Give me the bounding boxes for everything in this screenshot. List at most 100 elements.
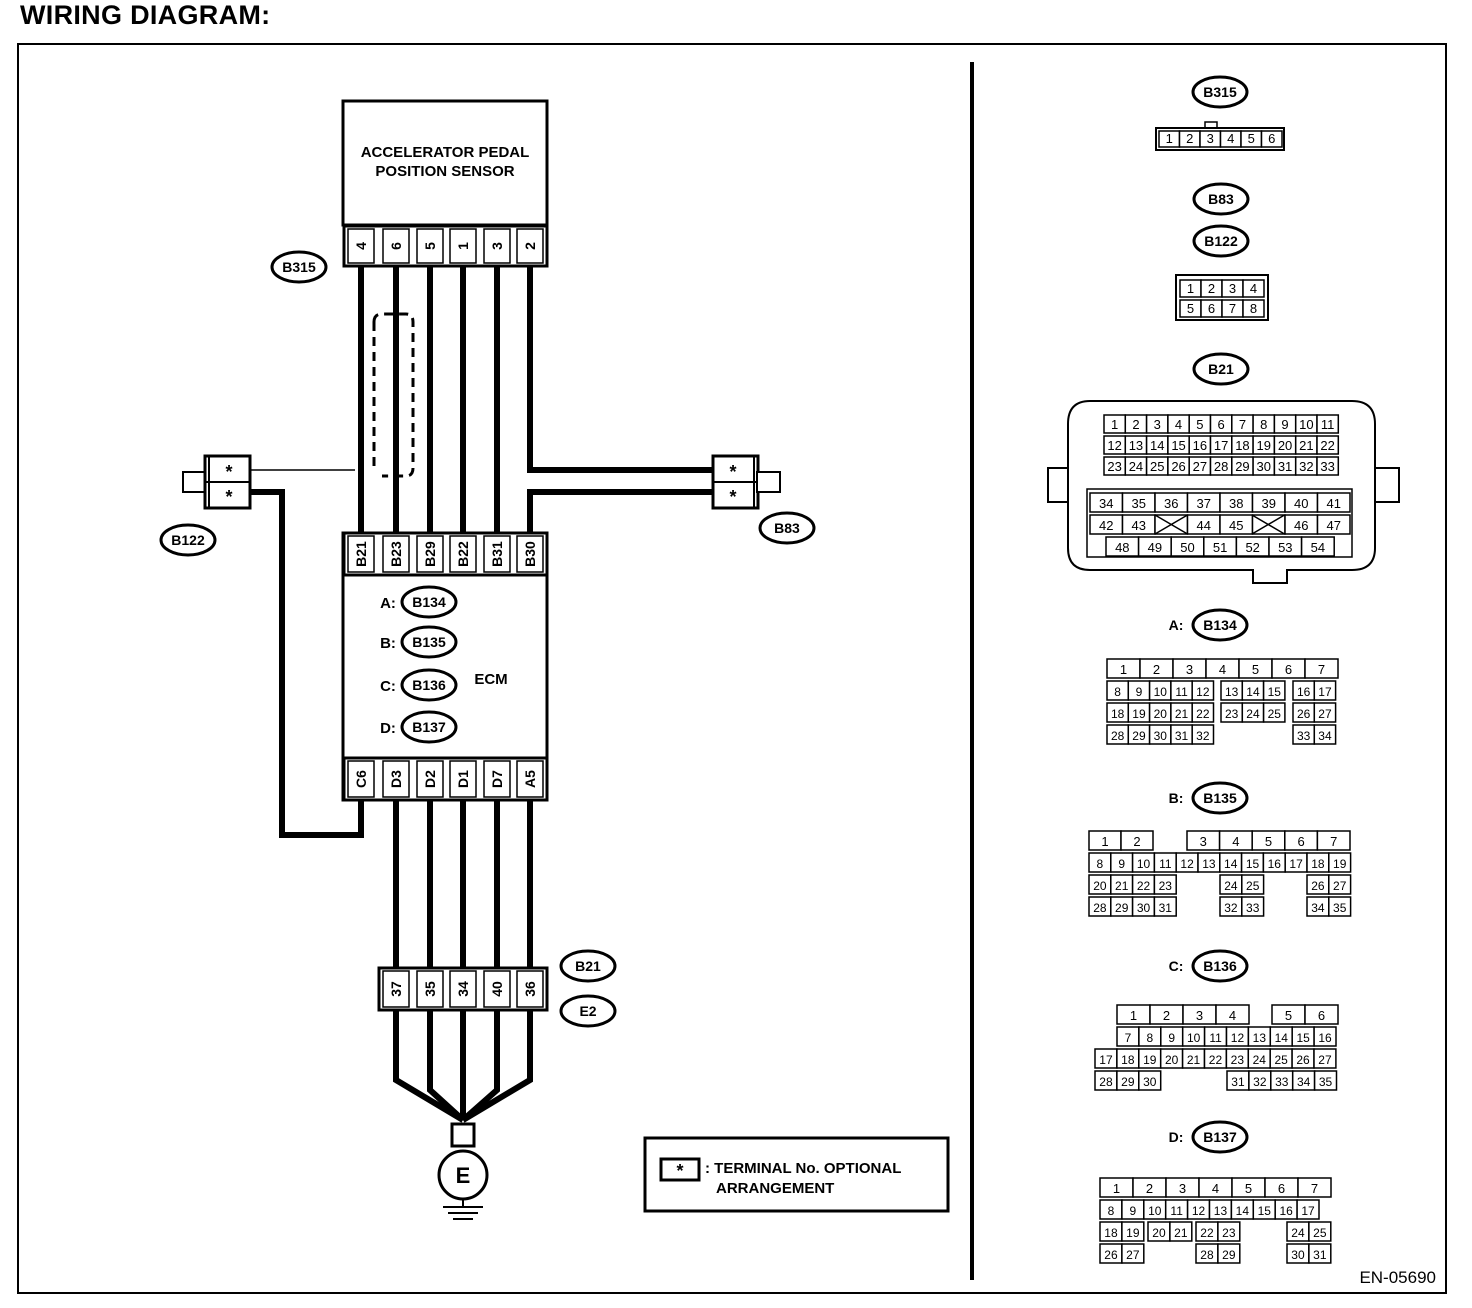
b21-pin: 33 xyxy=(1320,459,1334,474)
b134-pin: 34 xyxy=(1318,729,1332,743)
b136-pin: 17 xyxy=(1099,1053,1113,1067)
b135-pin: 18 xyxy=(1311,857,1325,871)
b134-pin: 3 xyxy=(1186,662,1193,677)
b83-b122-pin-cell xyxy=(1242,279,1265,298)
b136-pin: 4 xyxy=(1229,1008,1236,1023)
b21-pin: 20 xyxy=(1278,438,1292,453)
b134-pin: 11 xyxy=(1175,685,1188,699)
b137-pin: 1 xyxy=(1113,1181,1120,1196)
ecm-top-cell xyxy=(449,535,477,573)
svg-text:B315: B315 xyxy=(282,259,316,275)
sensor-pin-cell xyxy=(483,228,511,264)
ecm-connector-tag xyxy=(400,625,458,659)
ecm-bottom-cell xyxy=(382,760,410,798)
b137-pin: 2 xyxy=(1146,1181,1153,1196)
b134-tag xyxy=(1191,608,1249,642)
b137-pin-cell xyxy=(1217,1221,1241,1242)
b135-pin: 25 xyxy=(1246,879,1260,893)
b136-pin: 2 xyxy=(1163,1008,1170,1023)
b135-pin: 4 xyxy=(1232,834,1239,849)
b137-pin-cell xyxy=(1217,1243,1241,1264)
b137-pin: 6 xyxy=(1278,1181,1285,1196)
b136-pin: 33 xyxy=(1275,1075,1289,1089)
b21-pin: 41 xyxy=(1327,496,1341,511)
b122-pin-1: * xyxy=(225,462,232,482)
b21-pin: 54 xyxy=(1311,540,1325,555)
b135-pin: 30 xyxy=(1137,901,1151,915)
b135-pin-cell xyxy=(1328,874,1352,895)
b137-pin: 11 xyxy=(1170,1204,1183,1218)
b137-pin: 5 xyxy=(1245,1181,1252,1196)
ecm-top-pin-label: B23 xyxy=(388,541,404,567)
b135-pin: 27 xyxy=(1333,879,1347,893)
b21-pin: 19 xyxy=(1257,438,1271,453)
b21-pin-cell xyxy=(1300,536,1335,557)
ecm-connector-name: B137 xyxy=(412,719,446,735)
b21-pin: 46 xyxy=(1294,518,1308,533)
b137-pin: 22 xyxy=(1200,1226,1214,1240)
b137-pin-cell xyxy=(1308,1221,1332,1242)
b136-pin: 26 xyxy=(1296,1053,1310,1067)
b137-pin: 28 xyxy=(1200,1248,1214,1262)
b137-pin: 21 xyxy=(1174,1226,1188,1240)
b21-pin: 24 xyxy=(1129,459,1143,474)
b21-pin: 10 xyxy=(1299,417,1313,432)
b136-pin-cell xyxy=(1313,1048,1337,1069)
b136-pin: 5 xyxy=(1285,1008,1292,1023)
b137-pin-cell xyxy=(1296,1199,1320,1220)
ecm-top-pin-label: B31 xyxy=(489,541,505,567)
sensor-pin-pin-label: 3 xyxy=(489,242,505,250)
b83-pin-1: * xyxy=(729,462,736,482)
b21-pin-cell xyxy=(1316,414,1340,434)
sensor-label-line1: ACCELERATOR PEDAL xyxy=(361,144,530,161)
b135-pin-cell xyxy=(1153,874,1177,895)
ground-conn-cell xyxy=(382,970,410,1008)
b21-pin: 44 xyxy=(1197,518,1211,533)
b21-pin-cell xyxy=(1316,456,1340,476)
b135-pin-cell xyxy=(1328,852,1352,873)
b137-pin-cell xyxy=(1308,1243,1332,1264)
b21-blank-pin xyxy=(1154,514,1188,535)
b136-pin: 21 xyxy=(1187,1053,1201,1067)
b136-pin: 31 xyxy=(1231,1075,1245,1089)
b135-pin: 8 xyxy=(1097,857,1104,871)
b135-pin: 20 xyxy=(1093,879,1107,893)
b134-tag-label: B134 xyxy=(1203,617,1237,633)
b135-pin: 6 xyxy=(1297,834,1304,849)
b135-pin-cell xyxy=(1120,830,1154,851)
connector-tag-b21: B21 xyxy=(559,949,617,983)
ecm-bottom-pin-label: D3 xyxy=(388,770,404,788)
b137-tag-label: B137 xyxy=(1203,1129,1237,1145)
ground-conn-pin-label: 35 xyxy=(422,981,438,997)
b21-pin: 6 xyxy=(1218,417,1225,432)
b21-pin: 14 xyxy=(1150,438,1164,453)
ecm-top-pin-label: B22 xyxy=(455,541,471,567)
b21-pin: 38 xyxy=(1229,496,1243,511)
b136-pin-cell xyxy=(1313,1026,1337,1047)
b135-pin: 14 xyxy=(1224,857,1238,871)
ecm-top-cell xyxy=(483,535,511,573)
b83-tag-label: B83 xyxy=(1208,191,1234,207)
svg-text:B122: B122 xyxy=(171,532,205,548)
b135-pin-cell xyxy=(1241,874,1265,895)
ecm-top-cell xyxy=(347,535,375,573)
b21-pin: 37 xyxy=(1197,496,1211,511)
b137-pin-cell xyxy=(1121,1221,1145,1242)
sensor-label-line2: POSITION SENSOR xyxy=(375,163,514,180)
b136-pin: 23 xyxy=(1231,1053,1245,1067)
b136-pin: 35 xyxy=(1319,1075,1333,1089)
b134-pin: 4 xyxy=(1219,662,1226,677)
b134-pin-cell xyxy=(1313,702,1337,723)
b21-pin-cell xyxy=(1316,435,1340,455)
b134-pin: 13 xyxy=(1225,685,1239,699)
b21-pin: 49 xyxy=(1148,540,1162,555)
b134-pin-cell xyxy=(1191,680,1215,701)
b21-pin: 53 xyxy=(1278,540,1292,555)
b21-pin: 39 xyxy=(1262,496,1276,511)
b134-pin: 31 xyxy=(1175,729,1189,743)
b21-pin: 12 xyxy=(1107,438,1121,453)
b134-pin: 7 xyxy=(1318,662,1325,677)
b134-pin: 17 xyxy=(1318,685,1332,699)
